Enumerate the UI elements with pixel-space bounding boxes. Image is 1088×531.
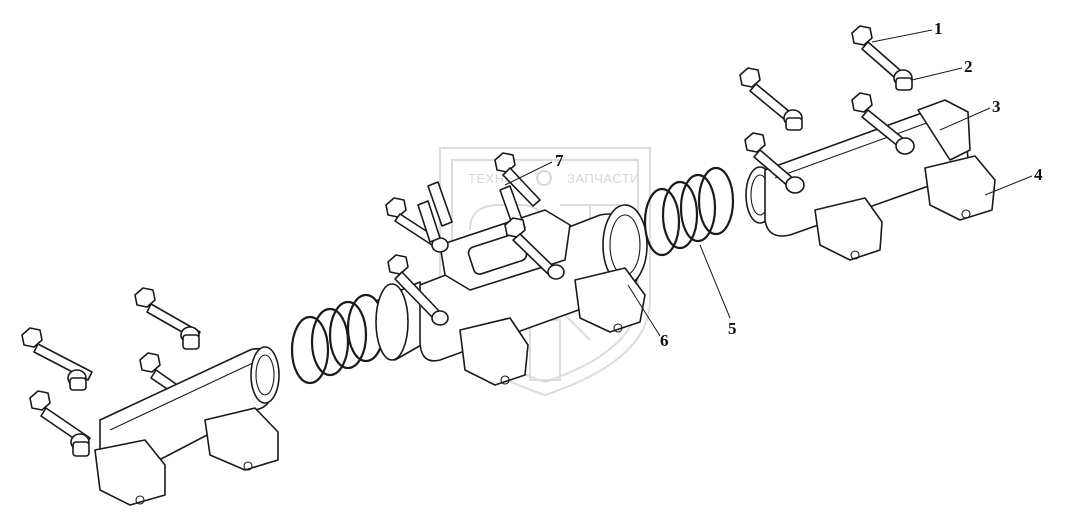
bolt <box>134 287 201 350</box>
callout-leaders <box>504 29 1033 337</box>
callout-4: 4 <box>1034 165 1043 184</box>
left-manifold-section <box>21 287 280 506</box>
bolt <box>504 217 565 280</box>
gear-icon <box>536 170 552 186</box>
center-manifold-section <box>375 152 648 386</box>
callout-2: 2 <box>964 57 973 76</box>
callout-7: 7 <box>555 151 564 170</box>
piston-ring-set-left <box>290 293 386 385</box>
watermark-text-right: ЗАПЧАСТИ <box>567 171 640 186</box>
callout-5: 5 <box>728 319 737 338</box>
right-manifold-section <box>739 25 996 261</box>
bolt <box>739 67 803 131</box>
stud <box>417 181 453 243</box>
piston-ring-set-right <box>643 166 735 257</box>
bolt <box>387 254 449 326</box>
callouts: 1 2 3 4 5 6 7 <box>555 19 1043 350</box>
callout-3: 3 <box>992 97 1001 116</box>
bolt <box>494 152 541 207</box>
bolt <box>851 92 915 155</box>
bolt <box>851 25 913 91</box>
callout-1: 1 <box>934 19 943 38</box>
callout-6: 6 <box>660 331 669 350</box>
bolt <box>744 132 805 194</box>
bolt <box>21 327 93 391</box>
bolt <box>29 390 91 457</box>
